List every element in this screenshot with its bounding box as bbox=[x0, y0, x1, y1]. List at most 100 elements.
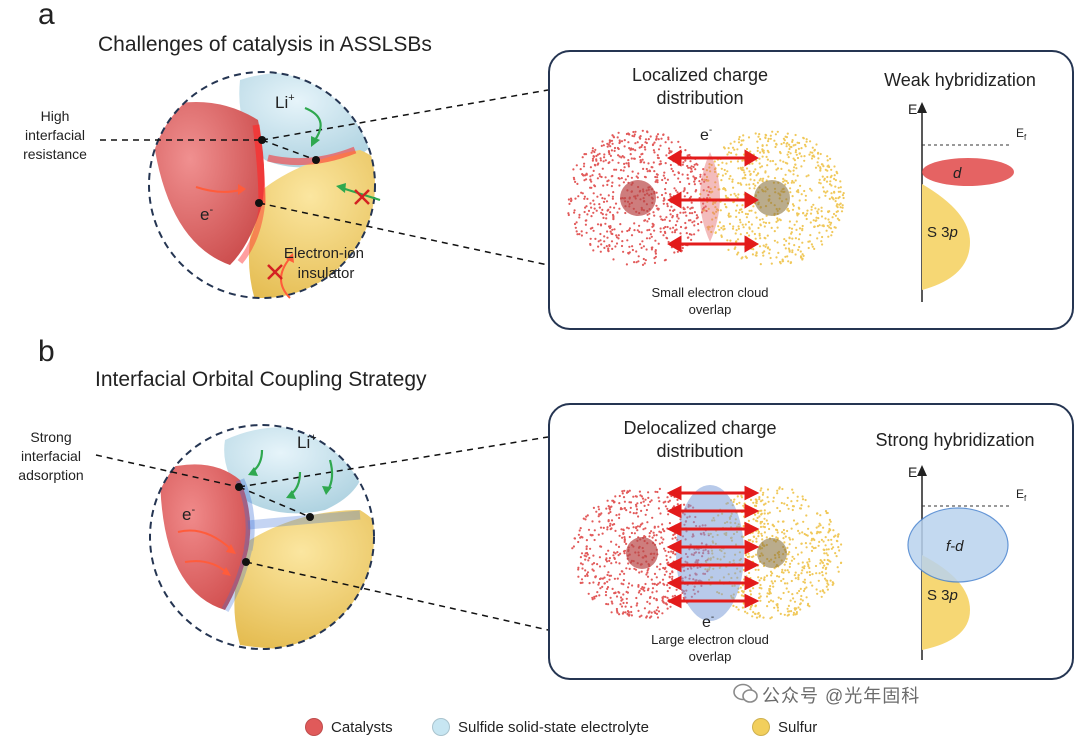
cloud-dot bbox=[800, 165, 803, 168]
cloud-dot bbox=[797, 578, 800, 581]
panel-a-letter: a bbox=[38, 0, 55, 31]
cloud-dot bbox=[669, 193, 672, 196]
cloud-dot bbox=[775, 143, 778, 146]
cloud-dot bbox=[640, 501, 643, 504]
cloud-dot bbox=[786, 553, 789, 556]
cloud-dot bbox=[809, 140, 812, 143]
cloud-dot bbox=[627, 251, 630, 255]
cloud-dot bbox=[635, 508, 639, 511]
cloud-dot bbox=[632, 495, 635, 498]
cloud-dot bbox=[780, 501, 783, 505]
cloud-dot bbox=[591, 226, 594, 229]
cloud-dot bbox=[574, 180, 577, 183]
cloud-dot bbox=[617, 154, 620, 157]
cloud-dot bbox=[644, 219, 647, 222]
cloud-dot bbox=[818, 196, 821, 199]
cloud-dot bbox=[732, 604, 735, 607]
cloud-dot bbox=[666, 225, 669, 229]
cloud-dot bbox=[609, 510, 612, 514]
cloud-dot bbox=[693, 233, 696, 236]
cloud-dot bbox=[823, 564, 826, 567]
cloud-dot bbox=[602, 160, 605, 163]
cloud-dot bbox=[659, 563, 662, 566]
cloud-dot bbox=[741, 204, 744, 207]
cloud-dot bbox=[584, 558, 587, 561]
cloud-dot bbox=[828, 165, 831, 169]
cloud-dot bbox=[662, 227, 665, 230]
cloud-dot bbox=[627, 141, 630, 144]
cloud-dot bbox=[742, 602, 745, 605]
cloud-dot bbox=[742, 590, 745, 593]
cloud-dot bbox=[801, 561, 804, 564]
cloud-dot bbox=[644, 527, 647, 530]
cloud-dot bbox=[609, 211, 612, 214]
cloud-dot bbox=[736, 238, 740, 241]
cloud-dot bbox=[615, 514, 618, 517]
cloud-dot bbox=[804, 145, 807, 148]
cloud-dot bbox=[811, 584, 814, 587]
cloud-dot bbox=[666, 596, 669, 599]
cloud-dot bbox=[779, 597, 782, 600]
cloud-dot bbox=[637, 172, 640, 175]
cloud-dot bbox=[788, 226, 791, 229]
cloud-dot bbox=[791, 538, 794, 541]
cloud-dot bbox=[668, 586, 671, 589]
cloud-dot bbox=[684, 211, 687, 214]
cloud-dot bbox=[713, 160, 716, 163]
cloud-dot bbox=[627, 582, 631, 585]
cloud-dot bbox=[613, 206, 616, 209]
cloud-dot bbox=[763, 250, 766, 253]
cloud-dot bbox=[757, 535, 760, 538]
cloud-dot bbox=[597, 162, 600, 165]
cloud-dot bbox=[782, 528, 785, 532]
cloud-dot bbox=[756, 181, 759, 184]
panel-b-fd-band: f-d bbox=[946, 538, 964, 555]
cloud-dot bbox=[571, 547, 574, 550]
cloud-dot bbox=[840, 543, 843, 546]
cloud-dot bbox=[828, 523, 831, 526]
cloud-dot bbox=[721, 174, 724, 177]
cloud-dot bbox=[672, 226, 675, 229]
cloud-dot bbox=[592, 229, 595, 232]
cloud-dot bbox=[593, 207, 596, 210]
cloud-dot bbox=[613, 556, 616, 559]
cloud-dot bbox=[838, 195, 841, 199]
cloud-dot bbox=[612, 135, 615, 138]
cloud-dot bbox=[567, 198, 570, 201]
cloud-dot bbox=[833, 190, 836, 193]
cloud-dot bbox=[617, 177, 620, 180]
cloud-dot bbox=[803, 565, 806, 568]
cloud-dot bbox=[599, 193, 602, 196]
cloud-dot bbox=[651, 225, 654, 228]
cloud-dot bbox=[807, 505, 810, 508]
cloud-dot bbox=[709, 170, 712, 173]
cloud-dot bbox=[819, 524, 822, 527]
cloud-dot bbox=[805, 546, 808, 549]
cloud-dot bbox=[809, 221, 812, 224]
cloud-dot bbox=[785, 145, 788, 148]
cloud-dot bbox=[808, 153, 811, 156]
cloud-dot bbox=[743, 171, 746, 174]
cloud-dot bbox=[643, 161, 646, 164]
cloud-dot bbox=[655, 609, 658, 612]
cloud-dot bbox=[664, 225, 667, 229]
cloud-dot bbox=[665, 554, 668, 557]
cloud-dot bbox=[821, 235, 824, 239]
cloud-dot bbox=[618, 534, 621, 537]
cloud-dot bbox=[618, 573, 622, 576]
cloud-dot bbox=[782, 180, 785, 183]
cloud-dot bbox=[640, 587, 643, 590]
cloud-dot bbox=[741, 210, 744, 214]
cloud-dot bbox=[647, 138, 650, 141]
cloud-dot bbox=[606, 499, 609, 502]
cloud-dot bbox=[822, 540, 825, 543]
cloud-dot bbox=[758, 515, 761, 518]
cloud-dot bbox=[827, 539, 830, 542]
cloud-dot bbox=[674, 553, 677, 556]
sphere-b-e-label: e- bbox=[182, 504, 195, 524]
cloud-dot bbox=[818, 572, 821, 575]
panel-b-energy-axis: E bbox=[908, 464, 917, 480]
cloud-dot bbox=[763, 522, 766, 525]
cloud-dot bbox=[788, 610, 791, 613]
cloud-dot bbox=[669, 556, 672, 559]
